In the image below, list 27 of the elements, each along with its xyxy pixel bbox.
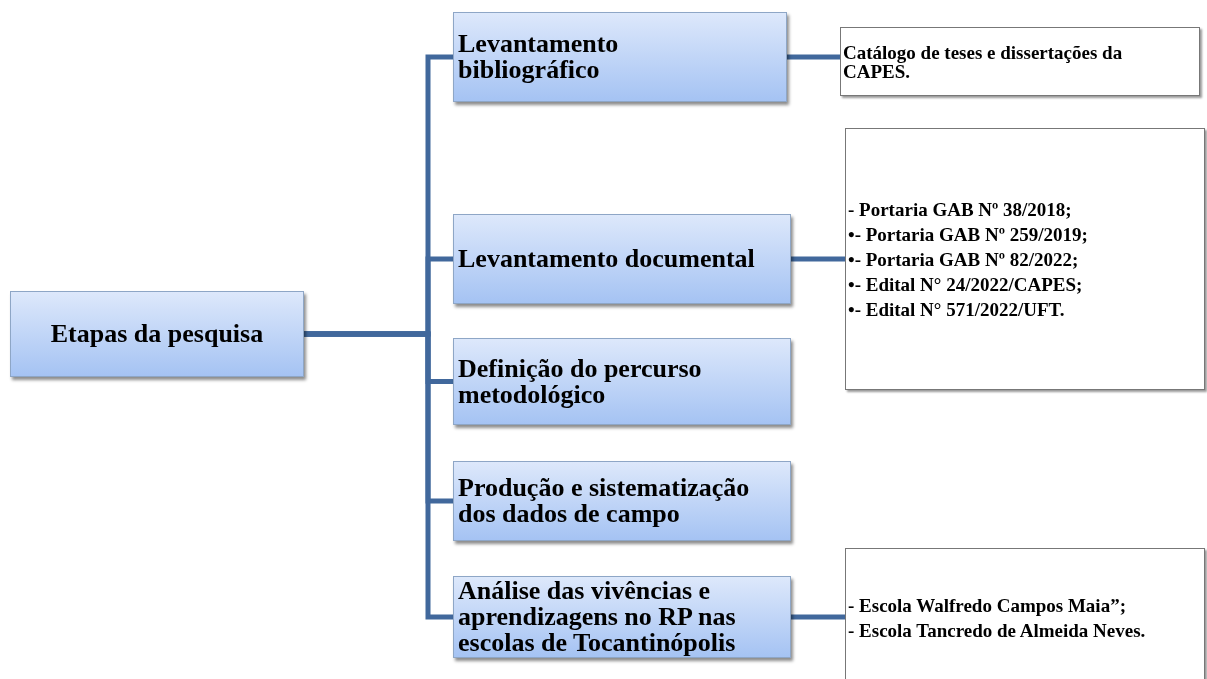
note-text: Catálogo de teses e dissertações da CAPES.: [843, 42, 1124, 81]
stage-box: [453, 576, 791, 658]
connector-line: [304, 331, 453, 620]
note-box: [845, 548, 1205, 679]
note-text: - Escola Tancredo de Almeida Neves.: [848, 621, 1147, 640]
connector-line: [791, 614, 845, 620]
connector-line: [791, 256, 845, 262]
stage-box: [453, 461, 791, 541]
note-text: •- Portaria GAB Nº 82/2022;: [848, 249, 1080, 269]
stage-title: Produção e sistematização dos dados de campo: [458, 475, 751, 527]
stage-box: [453, 338, 791, 425]
note-text: •- Edital N° 571/2022/UFT.: [848, 299, 1066, 319]
stage-title: Etapas da pesquisa: [49, 321, 265, 347]
stage-title: Definição do percurso metodológico: [458, 355, 703, 408]
note-text: - Portaria GAB Nº 38/2018;: [848, 199, 1073, 219]
note-text: •- Edital N° 24/2022/CAPES;: [848, 274, 1084, 294]
stage-title: Levantamento bibliográfico: [458, 31, 620, 83]
note-text: •- Portaria GAB Nº 259/2019;: [848, 224, 1089, 244]
connector-line: [787, 54, 840, 60]
stage-title: Análise das vivências e aprendizagens no RP nas escolas de Tocantinópolis: [458, 578, 737, 656]
stage-box: [453, 214, 791, 304]
note-box: [845, 128, 1205, 390]
stage-box: [10, 291, 304, 377]
note-box: [840, 27, 1200, 96]
stage-title: Levantamento documental: [458, 246, 756, 272]
note-text: - Escola Walfredo Campos Maia”;: [848, 596, 1127, 615]
stage-box: [453, 12, 787, 102]
